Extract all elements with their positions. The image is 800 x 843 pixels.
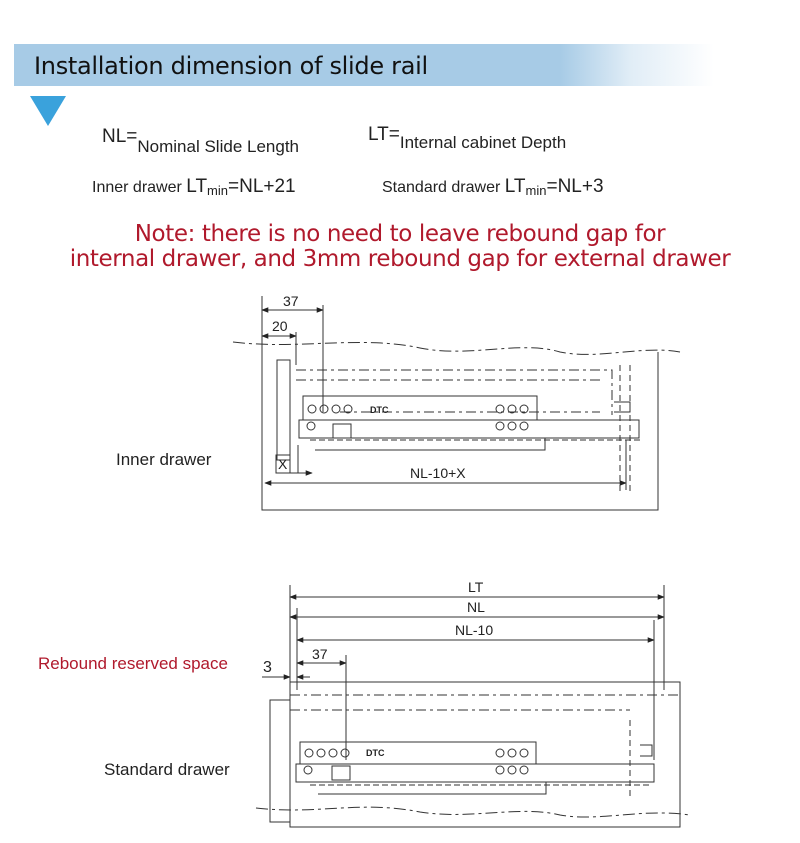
lt-meaning: Internal cabinet Depth xyxy=(399,133,567,152)
standard-formula-min: min xyxy=(525,183,547,198)
inner-formula: Inner drawer LTmin=NL+21 xyxy=(92,176,296,198)
lt-definition: LT=Internal cabinet Depth xyxy=(368,124,566,152)
std-dim-nl10: NL-10 xyxy=(455,622,493,638)
note-line-2: internal drawer, and 3mm rebound gap for… xyxy=(69,246,731,272)
triangle-marker-icon xyxy=(30,96,66,126)
standard-drawer-label: Standard drawer xyxy=(104,760,230,779)
standard-formula-lt: LT xyxy=(504,176,526,197)
inner-formula-min: min xyxy=(207,183,228,198)
section-header-bar xyxy=(14,44,714,86)
inner-dim-20: 20 xyxy=(272,318,288,334)
standard-formula: Standard drawer LTmin=NL+3 xyxy=(382,176,604,198)
rebound-reserved-space-label: Rebound reserved space xyxy=(38,654,228,673)
inner-drawer-diagram xyxy=(232,296,681,511)
inner-formula-expr: =NL+21 xyxy=(228,176,296,197)
std-dim-nl: NL xyxy=(467,599,485,615)
nl-definition: NL=Nominal Slide Length xyxy=(102,126,299,156)
inner-dim-x: X xyxy=(278,456,288,472)
std-brand-text: DTC xyxy=(366,748,385,758)
std-dim-3: 3 xyxy=(263,659,272,676)
std-dim-lt: LT xyxy=(468,579,484,595)
inner-formula-lt: LT xyxy=(186,176,208,197)
nl-meaning: Nominal Slide Length xyxy=(137,137,299,156)
lt-symbol: LT= xyxy=(368,124,400,145)
standard-drawer-diagram xyxy=(255,585,691,828)
standard-formula-label: Standard drawer xyxy=(382,179,501,196)
note-line-1: Note: there is no need to leave rebound … xyxy=(134,221,666,247)
inner-dim-37: 37 xyxy=(283,293,299,309)
inner-brand-text: DTC xyxy=(370,405,389,415)
nl-symbol: NL= xyxy=(102,126,138,147)
std-dim-37: 37 xyxy=(312,646,328,662)
section-title: Installation dimension of slide rail xyxy=(34,52,428,80)
inner-drawer-label: Inner drawer xyxy=(116,450,212,469)
inner-dim-nl10x: NL-10+X xyxy=(410,465,466,481)
inner-formula-label: Inner drawer xyxy=(92,179,182,196)
standard-formula-expr: =NL+3 xyxy=(546,176,604,197)
